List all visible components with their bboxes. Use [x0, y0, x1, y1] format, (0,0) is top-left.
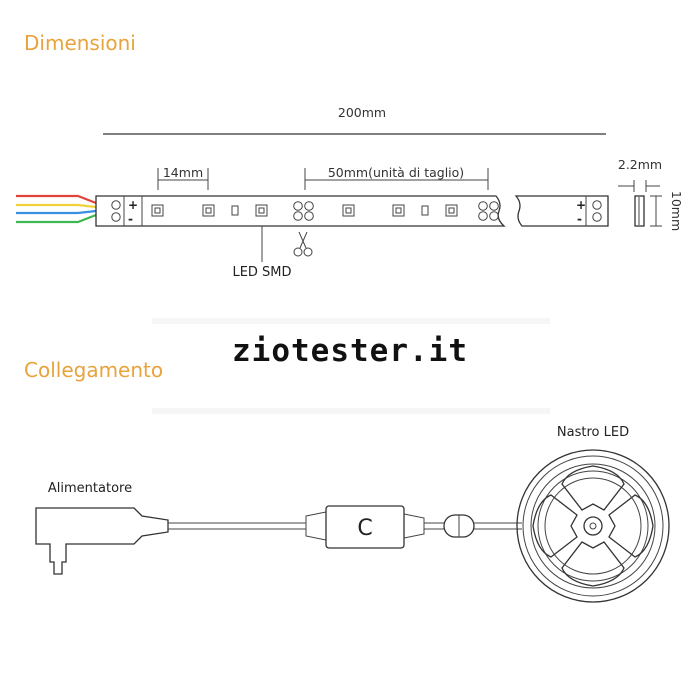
led-reel-icon [516, 449, 670, 603]
wire-bundle [16, 194, 97, 224]
minus-sign-end: - [577, 212, 582, 226]
led-smd-label: LED SMD [232, 265, 291, 280]
led-6 [445, 204, 458, 217]
power-supply-label: Alimentatore [48, 481, 132, 496]
led-4 [342, 204, 355, 217]
cut-unit-dimension [304, 168, 489, 190]
plus-sign-end: + [576, 198, 586, 212]
output-cable [424, 514, 522, 538]
cut-pads-2 [478, 201, 499, 221]
power-supply-icon [35, 507, 169, 575]
total-length-label: 200mm [338, 105, 386, 120]
thickness-label: 2.2mm [618, 157, 662, 172]
width-label: 10mm [669, 191, 684, 231]
minus-sign-start: - [128, 212, 133, 226]
led-3 [255, 204, 268, 217]
led-spacing-dimension [157, 168, 209, 190]
led-spacing-label: 14mm [163, 165, 203, 180]
cut-pads-1 [293, 201, 314, 221]
dimensions-title: Dimensioni [24, 31, 136, 55]
led-strip-main [95, 195, 506, 227]
plus-sign-start: + [128, 198, 138, 212]
led-1 [151, 204, 164, 217]
cut-unit-label: 50mm(unità di taglio) [328, 165, 464, 180]
strip-end-pads [592, 200, 602, 222]
led-reel-label: Nastro LED [557, 425, 629, 440]
strip-cross-section [634, 195, 645, 227]
led-5 [392, 204, 405, 217]
connection-title: Collegamento [24, 358, 163, 382]
controller-box [325, 505, 425, 549]
controller-letter: C [357, 516, 372, 541]
thickness-dimension [618, 180, 660, 192]
scissors-icon [293, 231, 313, 257]
power-cable [168, 511, 327, 541]
led-2 [202, 204, 215, 217]
led-strip-end [514, 195, 609, 227]
watermark-band [152, 318, 550, 414]
watermark-text: ziotester.it [232, 333, 468, 369]
width-dimension [650, 195, 662, 227]
strip-start-pads [111, 200, 121, 222]
